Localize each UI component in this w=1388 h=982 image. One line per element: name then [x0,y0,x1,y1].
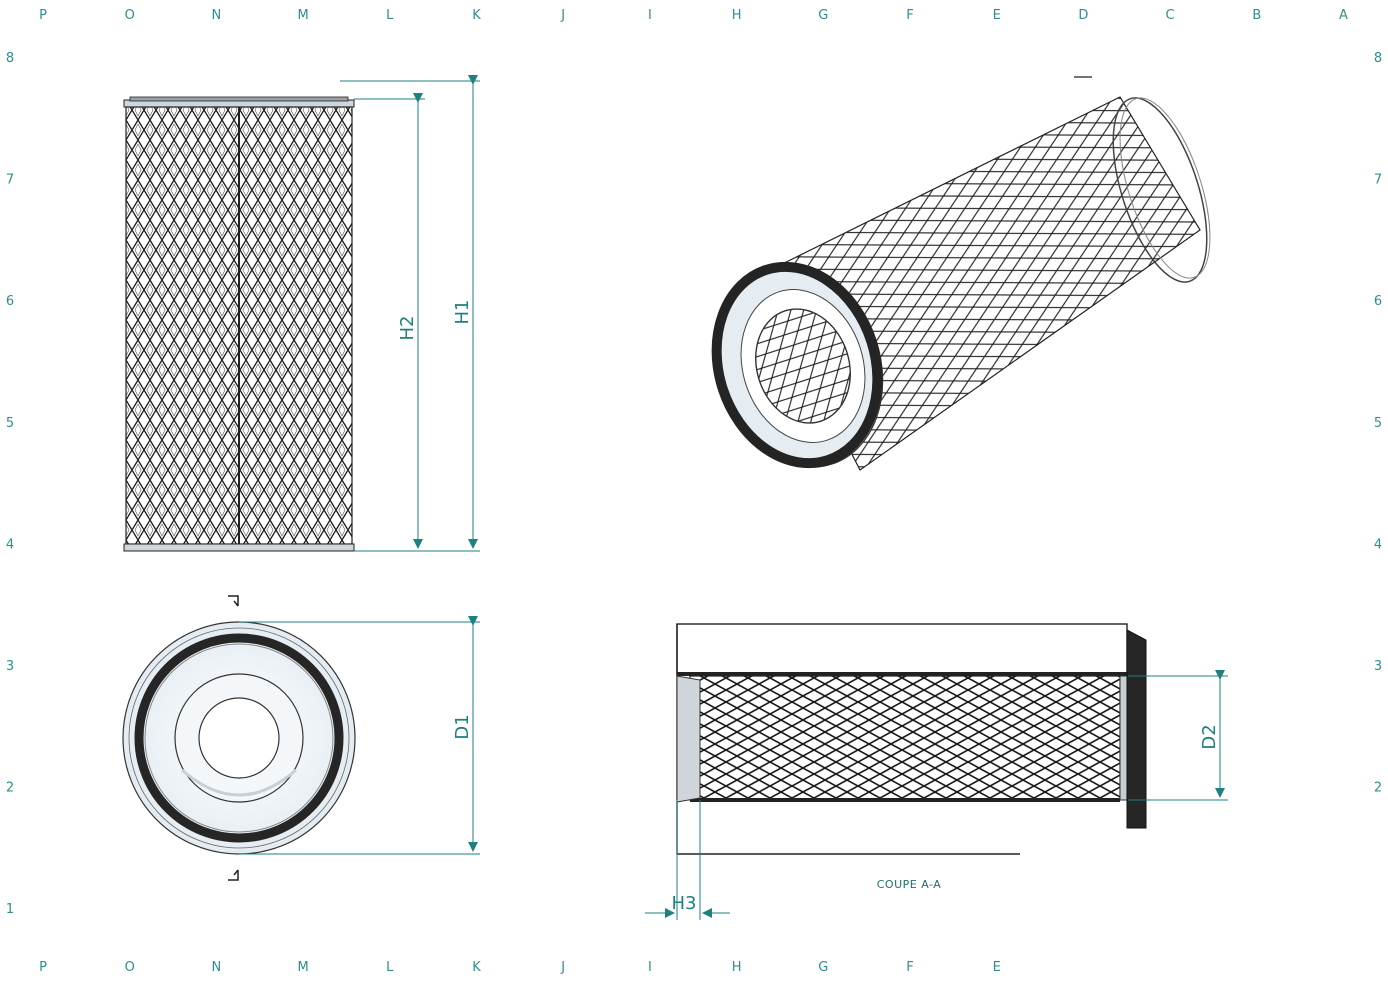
grid-column-label-top: C [1166,8,1175,23]
grid-column-label-bottom: L [386,960,394,975]
grid-column-label-top: O [125,8,135,23]
front-view-bottom-cap [123,543,355,552]
grid-column-label-bottom: O [125,960,135,975]
grid-column-label-top: L [386,8,394,23]
grid-row-label-right: 7 [1374,173,1382,188]
grid-row-label-left: 2 [6,781,14,796]
isometric-view [711,76,1211,471]
dimension-h3: H3 [645,800,730,920]
grid-row-labels-left: 8 7 6 5 4 3 2 1 [6,51,14,917]
grid-column-label-bottom: P [39,960,47,975]
grid-row-label-left: 7 [6,173,14,188]
grid-column-label-bottom: G [818,960,828,975]
grid-column-label-bottom: H [732,960,742,975]
grid-row-label-left: 4 [6,537,14,552]
dimension-label-d1: D1 [452,714,473,739]
dimension-label-h2: H2 [397,316,418,341]
section-marker-bottom [228,869,239,881]
grid-row-label-right: 2 [1374,781,1382,796]
dimension-label-d2: D2 [1199,724,1220,749]
grid-column-label-top: E [993,8,1001,23]
grid-column-label-bottom: J [560,960,565,975]
grid-column-label-top: B [1252,8,1261,23]
dimension-d2: D2 [1128,670,1228,801]
grid-column-label-bottom: K [472,960,481,975]
grid-column-label-bottom: M [297,960,308,975]
grid-column-label-top: I [648,8,652,23]
isometric-gasket [711,261,883,469]
grid-column-label-top: F [906,8,913,23]
section-view-mesh [689,675,1121,801]
section-marker-top [228,595,239,607]
grid-row-labels-right: 8 7 6 5 4 3 2 [1374,51,1382,796]
grid-row-label-right: 4 [1374,537,1382,552]
grid-column-label-bottom: E [993,960,1001,975]
grid-row-label-left: 5 [6,416,14,431]
dimension-d1: D1 [239,616,480,855]
section-view-upper-cap [676,623,1128,675]
grid-row-label-left: 8 [6,51,14,66]
grid-column-label-bottom: N [212,960,222,975]
dimension-label-h1: H1 [452,300,473,325]
top-view [122,595,356,881]
grid-row-label-left: 1 [6,902,14,917]
grid-row-label-right: 6 [1374,294,1382,309]
grid-column-label-top: H [732,8,742,23]
grid-column-label-top: N [212,8,222,23]
grid-row-label-left: 3 [6,659,14,674]
grid-column-label-top: P [39,8,47,23]
grid-row-label-right: 3 [1374,659,1382,674]
grid-column-label-top: A [1339,8,1348,23]
dimension-label-h3: H3 [672,893,697,914]
section-view [676,623,1147,855]
grid-column-label-bottom: I [648,960,652,975]
grid-column-label-top: D [1078,8,1088,23]
grid-row-label-right: 5 [1374,416,1382,431]
section-view-gasket [1126,629,1147,829]
dimension-h2: H2 [354,93,425,549]
section-caption: COUPE A-A [877,878,942,891]
grid-column-label-top: K [472,8,481,23]
top-view-gasket [134,633,344,843]
grid-column-label-top: G [818,8,828,23]
front-view [123,96,355,552]
dimension-h1: H1 [340,75,480,552]
grid-row-label-right: 8 [1374,51,1382,66]
grid-column-label-top: J [560,8,565,23]
grid-row-label-left: 6 [6,294,14,309]
grid-column-label-bottom: F [906,960,913,975]
grid-column-label-top: M [297,8,308,23]
